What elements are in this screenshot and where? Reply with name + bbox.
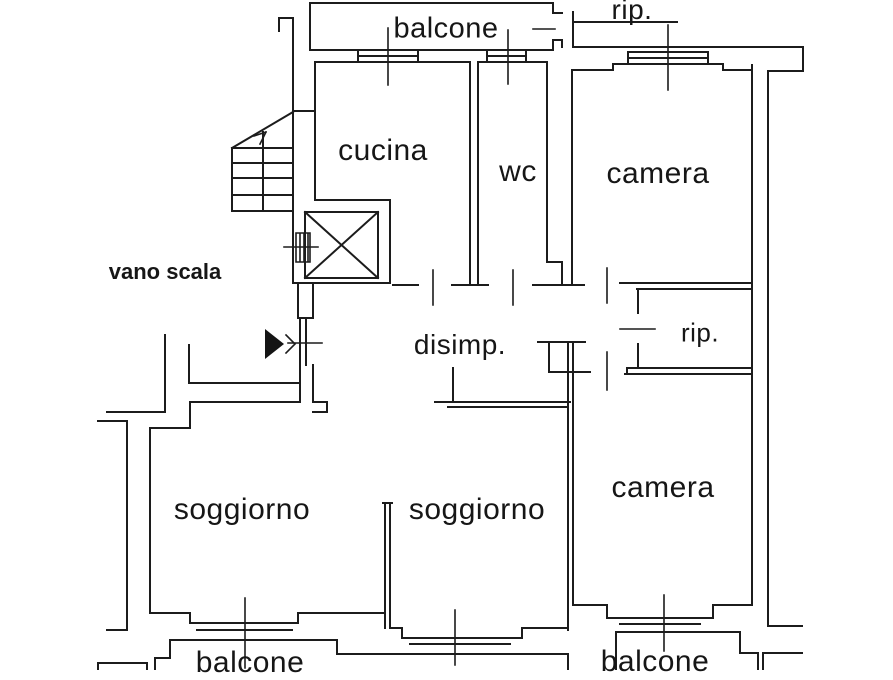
wall-entrance <box>297 282 328 413</box>
room-label-rip-middle: rip. <box>680 317 720 348</box>
room-label-vano-scala: vano scala <box>108 259 222 284</box>
room-label-balcone-top: balcone <box>393 12 499 45</box>
wall-wc <box>477 61 563 286</box>
window-wc <box>486 49 527 63</box>
room-label-camera-top: camera <box>606 157 710 190</box>
wall-right-outer <box>751 64 769 627</box>
wall-balcony-top <box>309 2 563 51</box>
wall-camera-bottom-top <box>537 341 591 631</box>
room-label-balcone-bottom-right: balcone <box>600 645 710 678</box>
room-label-disimp: disimp. <box>413 329 507 360</box>
wall-cucina <box>314 61 471 284</box>
door-window-ticks <box>244 24 669 669</box>
elevator-shaft-icon <box>303 210 380 280</box>
wall-left-hooks <box>97 334 166 670</box>
wall-soggiorno-left <box>149 344 386 631</box>
wall-camera-top-room <box>571 69 753 286</box>
room-label-camera-bottom: camera <box>611 471 715 504</box>
room-label-soggiorno-center: soggiorno <box>408 493 546 526</box>
wall-camera-bottom <box>572 604 753 625</box>
wall-soggiorno-center-top <box>434 367 571 408</box>
entrance-door-icon <box>265 329 284 359</box>
room-label-soggiorno-left: soggiorno <box>173 493 311 526</box>
window-cucina <box>357 49 419 63</box>
wall-balcony-bottom-left <box>154 639 569 670</box>
wall-hall-caps <box>292 282 585 286</box>
stairs-arrow-icon <box>252 130 268 146</box>
room-label-wc: wc <box>499 155 537 188</box>
room-label-balcone-bottom-left: balcone <box>195 646 305 679</box>
wall-rip-top <box>572 11 678 48</box>
wall-stairwell <box>278 17 294 284</box>
elevator-door-hatch-icon <box>295 232 311 263</box>
wall-outer-top-right <box>572 46 804 72</box>
room-label-rip-top: rip. <box>611 0 653 25</box>
wall-soggiorno-divider <box>382 502 393 629</box>
entrance-door-chevron-icon <box>284 333 297 355</box>
wall-balcony-bottom-right <box>615 625 803 670</box>
wall-rip-middle <box>619 282 753 375</box>
stairs-icon <box>230 110 314 212</box>
wall-soggiorno-center-bottom <box>389 627 569 645</box>
room-label-cucina: cucina <box>338 134 428 167</box>
